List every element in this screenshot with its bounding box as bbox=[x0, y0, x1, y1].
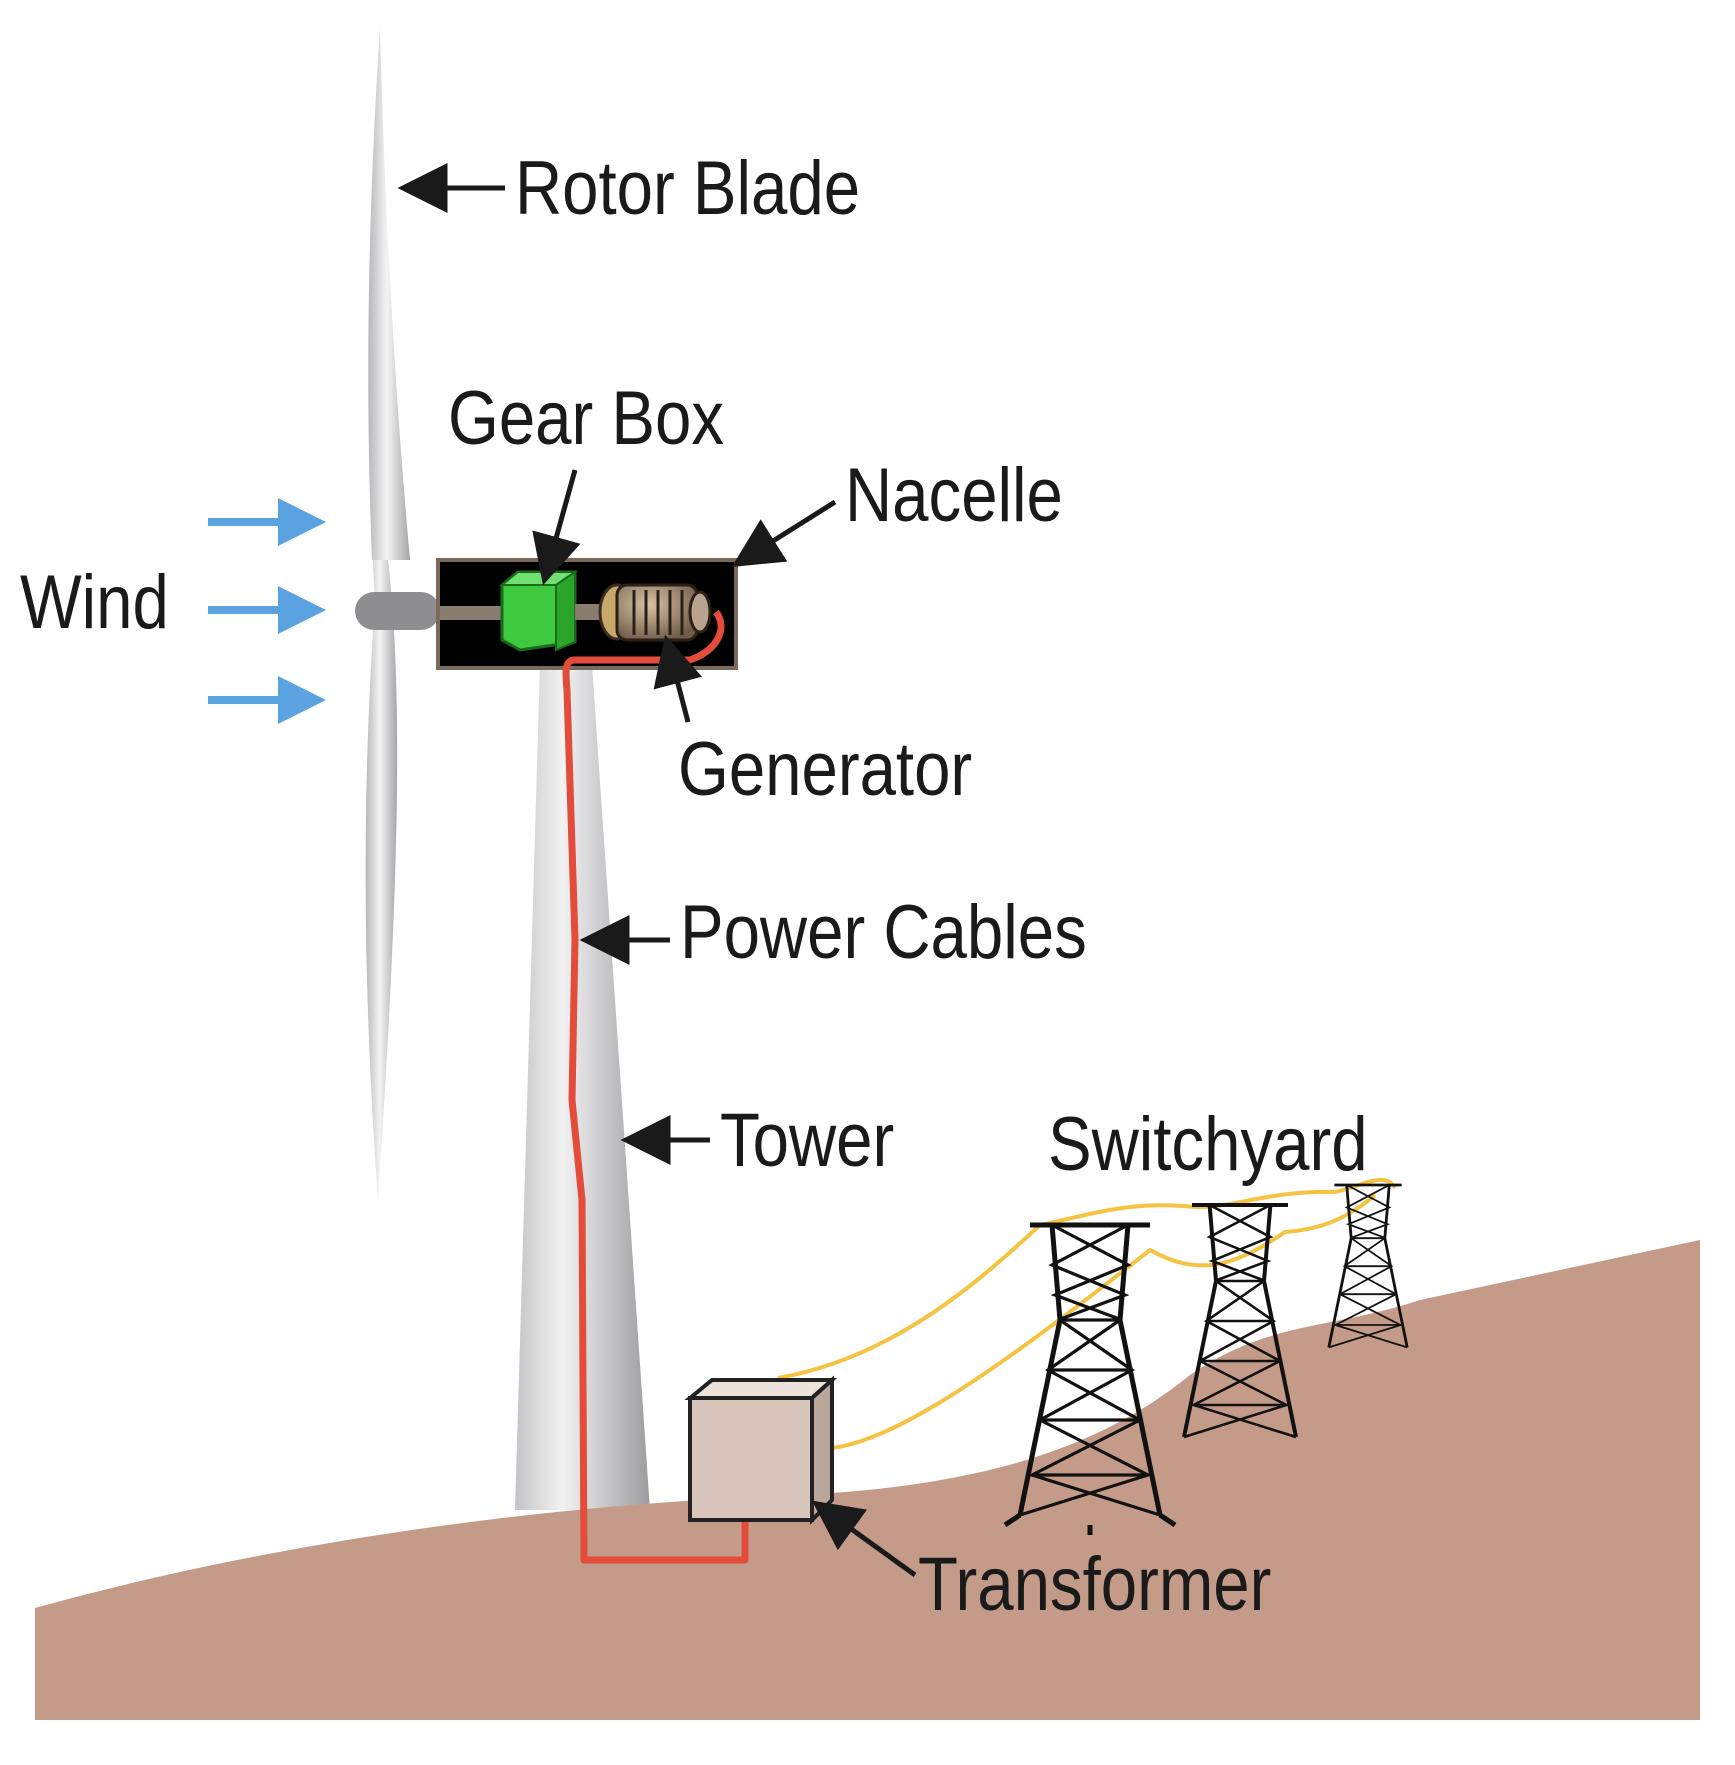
transmission-lines bbox=[777, 1177, 1397, 1450]
power-cables-label: Power Cables bbox=[680, 890, 1087, 975]
switchyard-label: Switchyard bbox=[1048, 1102, 1368, 1187]
hub bbox=[355, 592, 440, 630]
transmission-tower-icon bbox=[1182, 1202, 1298, 1439]
transformer bbox=[684, 1375, 838, 1525]
transmission-tower-icon bbox=[1327, 1183, 1409, 1349]
power-cable bbox=[562, 609, 749, 1564]
transformer-label: Transformer bbox=[918, 1542, 1271, 1627]
transformer-arrow bbox=[811, 1500, 917, 1578]
generator-label: Generator bbox=[678, 727, 972, 812]
right-arrow-icon bbox=[208, 498, 326, 724]
nacelle-label: Nacelle bbox=[845, 453, 1063, 538]
gear-box-arrow bbox=[532, 469, 581, 586]
rotor-blade-upper bbox=[368, 28, 410, 560]
rotor-blade-label: Rotor Blade bbox=[515, 146, 860, 231]
generator-arrow bbox=[653, 634, 702, 723]
nacelle-arrow bbox=[731, 499, 837, 567]
tower-label: Tower bbox=[720, 1098, 894, 1183]
gear-box-label: Gear Box bbox=[448, 376, 724, 461]
wind-label: Wind bbox=[20, 560, 169, 645]
transmission-tower-icon bbox=[1003, 1222, 1177, 1535]
ground bbox=[35, 1240, 1700, 1720]
generator-icon bbox=[575, 583, 712, 642]
gearbox-icon bbox=[499, 570, 579, 652]
tower bbox=[515, 665, 650, 1510]
